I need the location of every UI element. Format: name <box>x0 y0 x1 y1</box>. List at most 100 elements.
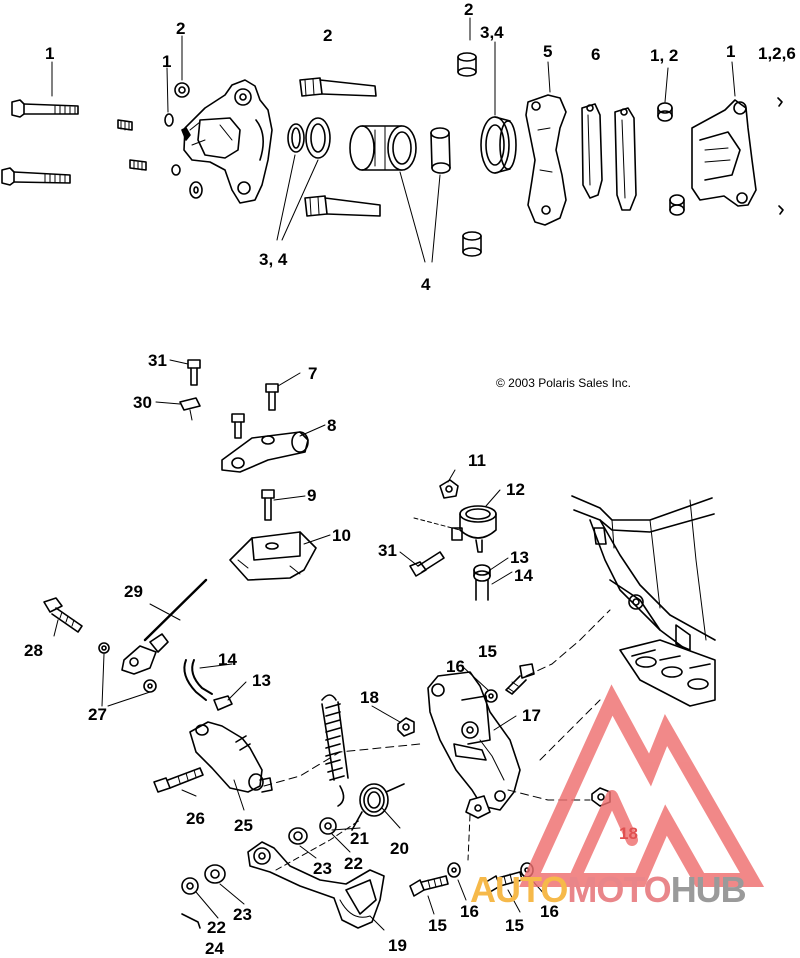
callout-label: 1,2,6 <box>758 44 796 63</box>
clamp-13-upper <box>473 564 491 582</box>
watermark-part-auto: AUTO <box>470 869 568 910</box>
callout-label: 13 <box>252 671 271 690</box>
callout-label: 15 <box>505 916 524 935</box>
callout-label: 1 <box>726 42 736 61</box>
callout-label: 16 <box>460 902 479 921</box>
nut-11 <box>439 479 459 499</box>
callout-label: 6 <box>591 45 601 64</box>
piston-seal <box>287 123 305 153</box>
brake-pad-outer <box>614 107 637 211</box>
callout-label: 31 <box>378 541 397 560</box>
callout-label: 29 <box>124 582 143 601</box>
torsion-spring-20 <box>351 783 405 831</box>
bolt-26 <box>153 767 204 793</box>
washer-23-lower <box>204 864 226 884</box>
brake-switch-bracket <box>465 795 491 819</box>
copyright-notice: © 2003 Polaris Sales Inc. <box>496 376 631 390</box>
callout-label: 18 <box>619 824 638 843</box>
callout-label: 2 <box>176 19 186 38</box>
pivot-tube-8 <box>221 431 309 473</box>
bleeder-screw-2 <box>129 159 147 171</box>
watermark-part-hub: HUB <box>670 869 747 910</box>
callout-label: 21 <box>350 829 369 848</box>
callout-label: 14 <box>218 650 237 669</box>
bolt-9 <box>261 489 275 521</box>
callout-label: 22 <box>344 854 363 873</box>
piston-bore-seal <box>480 116 517 174</box>
bushing-lower <box>462 231 482 257</box>
callout-label: 12 <box>506 480 525 499</box>
master-cylinder-25 <box>189 721 273 793</box>
callout-label: 26 <box>186 809 205 828</box>
callout-label: 2 <box>323 26 333 45</box>
callout-label: 8 <box>327 416 337 435</box>
reservoir-12 <box>451 505 497 553</box>
brake-pedal-19 <box>247 841 385 929</box>
callout-label: 9 <box>307 486 317 505</box>
watermark-logo <box>519 684 765 887</box>
callout-label: 1 <box>45 44 55 63</box>
pin-30 <box>179 397 201 421</box>
bracket-10 <box>229 531 317 581</box>
callout-label: 22 <box>207 918 226 937</box>
brake-pad-inner <box>581 103 603 199</box>
callout-label: 31 <box>148 351 167 370</box>
callout-label: 11 <box>468 451 486 470</box>
hose-14-upper <box>475 579 489 601</box>
bolt-28 <box>43 597 83 633</box>
callout-label: 13 <box>510 548 529 567</box>
callout-label: 1 <box>162 52 172 71</box>
leader-lines-top <box>51 17 736 263</box>
cotter-pin-24 <box>181 913 201 929</box>
callout-label: 5 <box>543 42 553 61</box>
callout-label: 15 <box>478 642 497 661</box>
bushing-23 <box>288 827 308 845</box>
callout-label: 16 <box>540 902 559 921</box>
washer-22-lower <box>181 877 199 895</box>
callout-label: 25 <box>234 816 253 835</box>
callout-label: 17 <box>522 706 541 725</box>
bushing-upper <box>457 52 477 77</box>
callout-label: 1, 2 <box>650 46 679 65</box>
callout-label: 4 <box>421 275 431 294</box>
callout-label: 3, 4 <box>259 250 288 269</box>
o-ring <box>164 113 174 127</box>
guide-pin-lower <box>304 195 381 217</box>
callout-label: 14 <box>514 566 533 585</box>
bolt-8-stud <box>231 413 245 439</box>
callout-label: 10 <box>332 526 351 545</box>
callout-label: 23 <box>313 859 332 878</box>
callout-label: 30 <box>133 393 152 412</box>
callout-label: 7 <box>308 364 318 383</box>
washer-27 <box>98 642 110 654</box>
watermark-part-moto: MOTO <box>567 869 671 910</box>
callout-label: 23 <box>233 905 252 924</box>
callout-label: 16 <box>446 657 465 676</box>
bolt-15-upper <box>505 663 535 695</box>
return-spring-21 <box>321 694 349 807</box>
bolt-31-reservoir <box>409 551 445 577</box>
caliper-bolt-upper <box>11 99 79 118</box>
caliper-body-outer <box>691 99 757 207</box>
brake-rod-29 <box>121 578 208 675</box>
nut-18 <box>397 717 415 737</box>
callout-label: 28 <box>24 641 43 660</box>
callout-label: 18 <box>360 688 379 707</box>
washer-16-upper <box>484 689 498 703</box>
caliper-bolt-lower <box>1 167 71 186</box>
callout-label: 3,4 <box>480 23 504 42</box>
callout-label: 24 <box>205 939 224 958</box>
caliper-bracket <box>525 94 567 226</box>
washer <box>174 82 190 98</box>
hose-14-lower <box>183 659 213 701</box>
callout-label: 19 <box>388 936 407 955</box>
washer-16-lower <box>447 862 461 878</box>
vehicle-frame <box>571 495 716 707</box>
caliper-piston <box>349 125 417 171</box>
bleeder-screw <box>117 119 133 131</box>
leader-lines-mid <box>155 359 331 545</box>
callout-label: 2 <box>464 0 474 19</box>
mounting-plate-17 <box>427 671 521 811</box>
washer-22 <box>319 817 337 835</box>
